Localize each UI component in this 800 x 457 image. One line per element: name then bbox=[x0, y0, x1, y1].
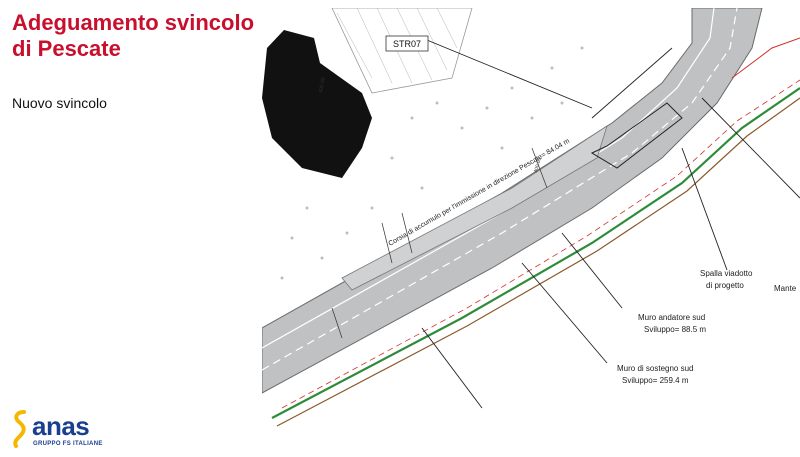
embankment-green bbox=[271, 87, 800, 419]
merge-lane bbox=[341, 125, 608, 291]
mante-label: Mante bbox=[774, 284, 797, 293]
viaduct-outline bbox=[590, 102, 683, 169]
anas-logo: anas GRUPPO FS ITALIANE bbox=[10, 408, 103, 452]
str07-label: STR07 bbox=[393, 39, 421, 49]
muro-sostegno-line2: Sviluppo= 259.4 m bbox=[622, 376, 689, 385]
muro-andatore-line1: Muro andatore sud bbox=[638, 313, 705, 322]
road-plan-drawing: STR07 Corsia di accumulo per l'immission… bbox=[262, 8, 800, 428]
dim-label-b: 400.00 bbox=[533, 157, 543, 174]
anas-logo-mark-icon bbox=[13, 410, 26, 448]
muro-andatore-line2: Sviluppo= 88.5 m bbox=[644, 325, 706, 334]
slide-title: Adeguamento svincolo di Pescate bbox=[12, 10, 255, 61]
dim-label-a: 400.00 bbox=[318, 77, 327, 93]
spalla-label-line1: Spalla viadotto bbox=[700, 269, 753, 278]
building-block bbox=[262, 30, 372, 178]
logo-tagline: GRUPPO FS ITALIANE bbox=[33, 441, 103, 447]
logo-word: anas bbox=[32, 411, 90, 441]
slide-subtitle: Nuovo svincolo bbox=[12, 95, 107, 111]
hatched-area bbox=[331, 8, 473, 94]
spalla-label-line2: di progetto bbox=[706, 281, 744, 290]
boundary-red bbox=[731, 37, 800, 79]
muro-sostegno-line1: Muro di sostegno sud bbox=[617, 364, 694, 373]
